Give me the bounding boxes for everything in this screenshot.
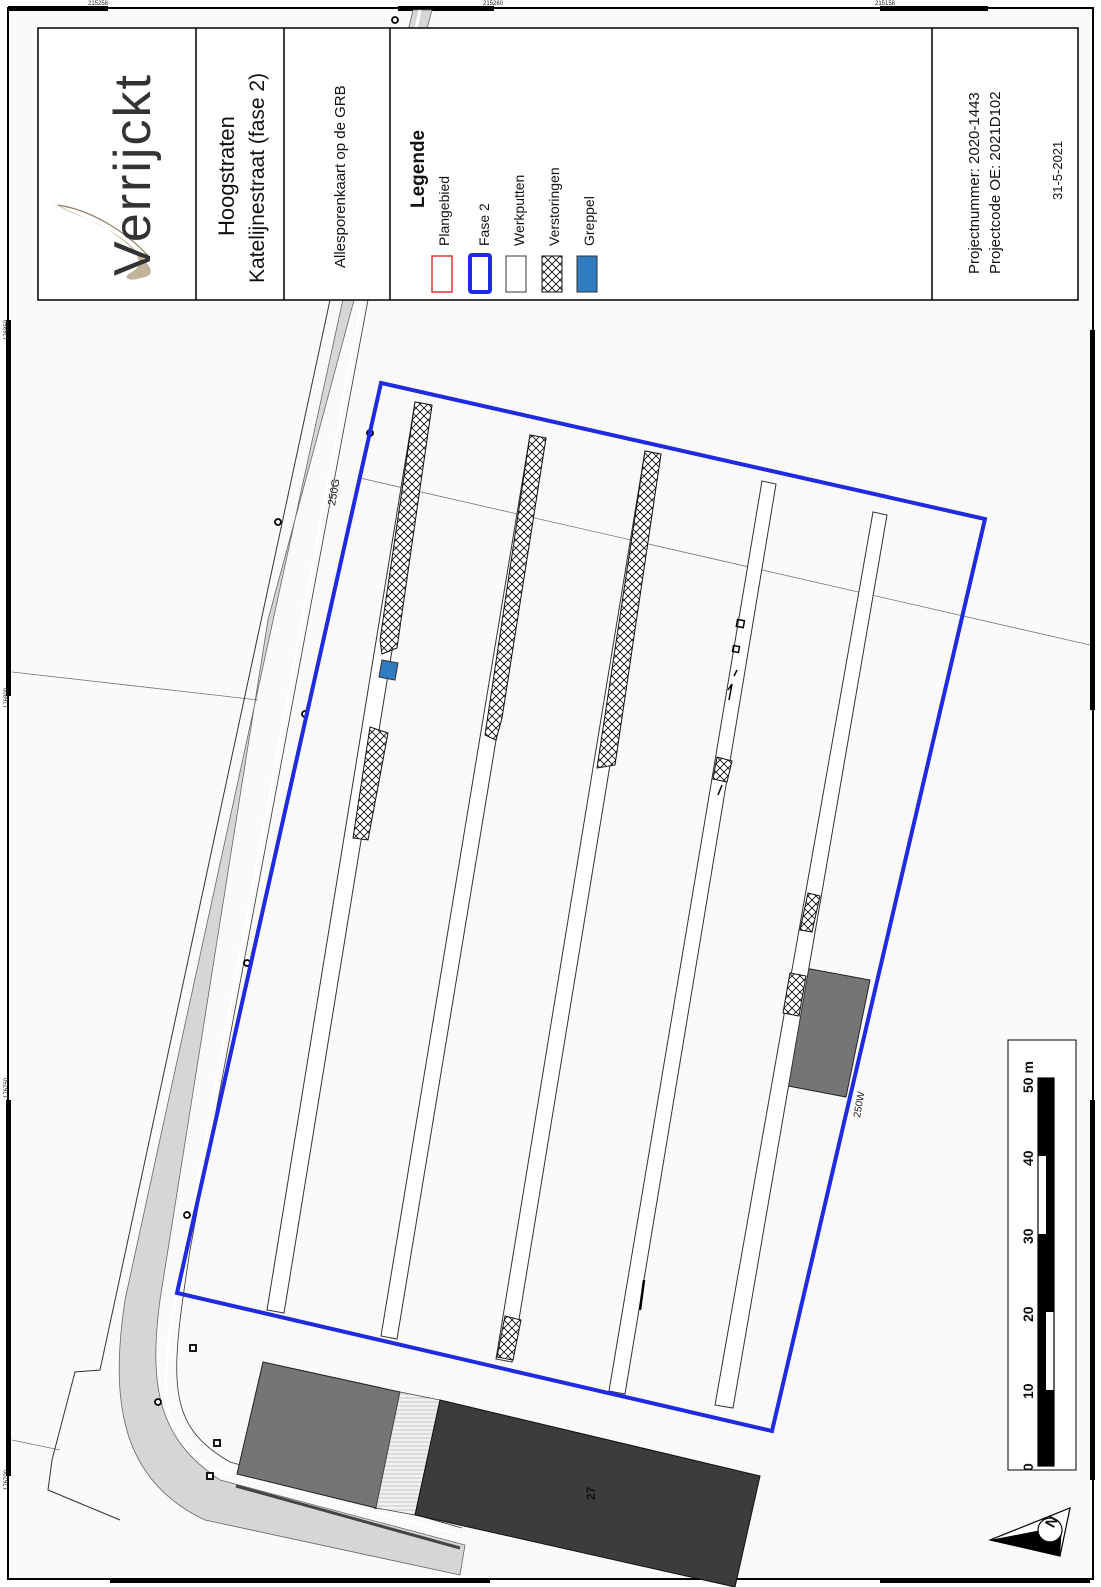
scale-tick-30: 30 (1020, 1228, 1036, 1244)
legend-swatch-fase2 (468, 253, 492, 294)
parcel-label-250w: 250W (852, 1090, 867, 1118)
brand-logo: Verrijckt (52, 73, 162, 280)
project-code: Projectcode OE: 2021D102 (987, 91, 1004, 274)
disturbance-2 (484, 434, 547, 741)
map-type: Allesporenkaart op de GRB (332, 85, 349, 268)
frame-tick-labels: 215258 215260 215158 176850 176800 17675… (4, 1, 896, 1490)
scale-segment-40-50 (1038, 1078, 1054, 1156)
parcel-boundaries (11, 477, 1091, 1451)
legend-title: Legende (408, 130, 429, 208)
legend-swatch-werkputten (505, 255, 527, 293)
disturbances (352, 401, 821, 1361)
project-name: Hoogstraten (214, 116, 239, 236)
legend-label-werkputten: Werkputten (511, 175, 527, 246)
disturbance-5b (782, 972, 807, 1017)
tick-label-left-4: 176700 (4, 1469, 10, 1490)
legend-swatch-plangebied (431, 255, 453, 293)
disturbance-5a (799, 892, 821, 933)
scale-segment-20-30 (1038, 1234, 1054, 1312)
tick-label-top-1: 215258 (88, 1, 109, 7)
tick-label-left-2: 176800 (4, 687, 10, 708)
north-arrow-icon: N (987, 1507, 1071, 1557)
fase2-boundary (174, 380, 988, 1434)
scale-tick-10: 10 (1020, 1383, 1036, 1399)
building-dark-27 (414, 1399, 761, 1587)
title-block: Verrijckt Hoogstraten Katelijnestraat (f… (37, 27, 1079, 301)
tick-label-top-3: 215158 (875, 1, 896, 7)
disturbance-1a (379, 401, 433, 655)
project-number: Projectnummer: 2020-1443 (966, 92, 983, 274)
legend-label-verstoringen: Verstoringen (546, 167, 562, 246)
tick-label-top-2: 215260 (483, 1, 504, 7)
disturbance-3a (596, 450, 662, 769)
greppel-feature (378, 659, 399, 681)
scale-tick-40: 40 (1020, 1150, 1036, 1166)
frame-ticks (6, 6, 1095, 1583)
legend: Legende Plangebied Fase 2 Werkputten Ver… (408, 130, 598, 294)
legend-label-greppel: Greppel (581, 196, 597, 246)
house-number-label: 27 (584, 1486, 598, 1500)
legend-swatch-greppel (576, 255, 598, 293)
legend-label-fase2: Fase 2 (476, 203, 492, 246)
disturbance-1b (352, 726, 389, 841)
scale-tick-0: 0 (1020, 1463, 1036, 1471)
parcel-label-250g: 250G (326, 478, 342, 507)
legend-label-plangebied: Plangebied (436, 176, 452, 246)
scale-unit: 50 m (1020, 1061, 1036, 1093)
tick-label-left-1: 176850 (4, 319, 10, 340)
disturbance-3b (496, 1315, 522, 1361)
map-date: 31-5-2021 (1050, 141, 1065, 200)
project-subtitle: Katelijnestraat (fase 2) (246, 73, 269, 283)
tick-label-left-3: 176750 (4, 1077, 10, 1098)
trench-5 (714, 511, 888, 1409)
legend-swatch-verstoringen (541, 255, 563, 293)
disturbance-4a (712, 756, 733, 783)
scale-segment-0-10 (1038, 1390, 1054, 1466)
buildings (236, 967, 871, 1587)
scale-bar: 50 m 0 10 20 30 40 (1007, 1039, 1077, 1471)
small-features (638, 618, 746, 1311)
brand-name: Verrijckt (104, 73, 162, 276)
scale-tick-20: 20 (1020, 1306, 1036, 1322)
trench-4 (608, 480, 777, 1395)
